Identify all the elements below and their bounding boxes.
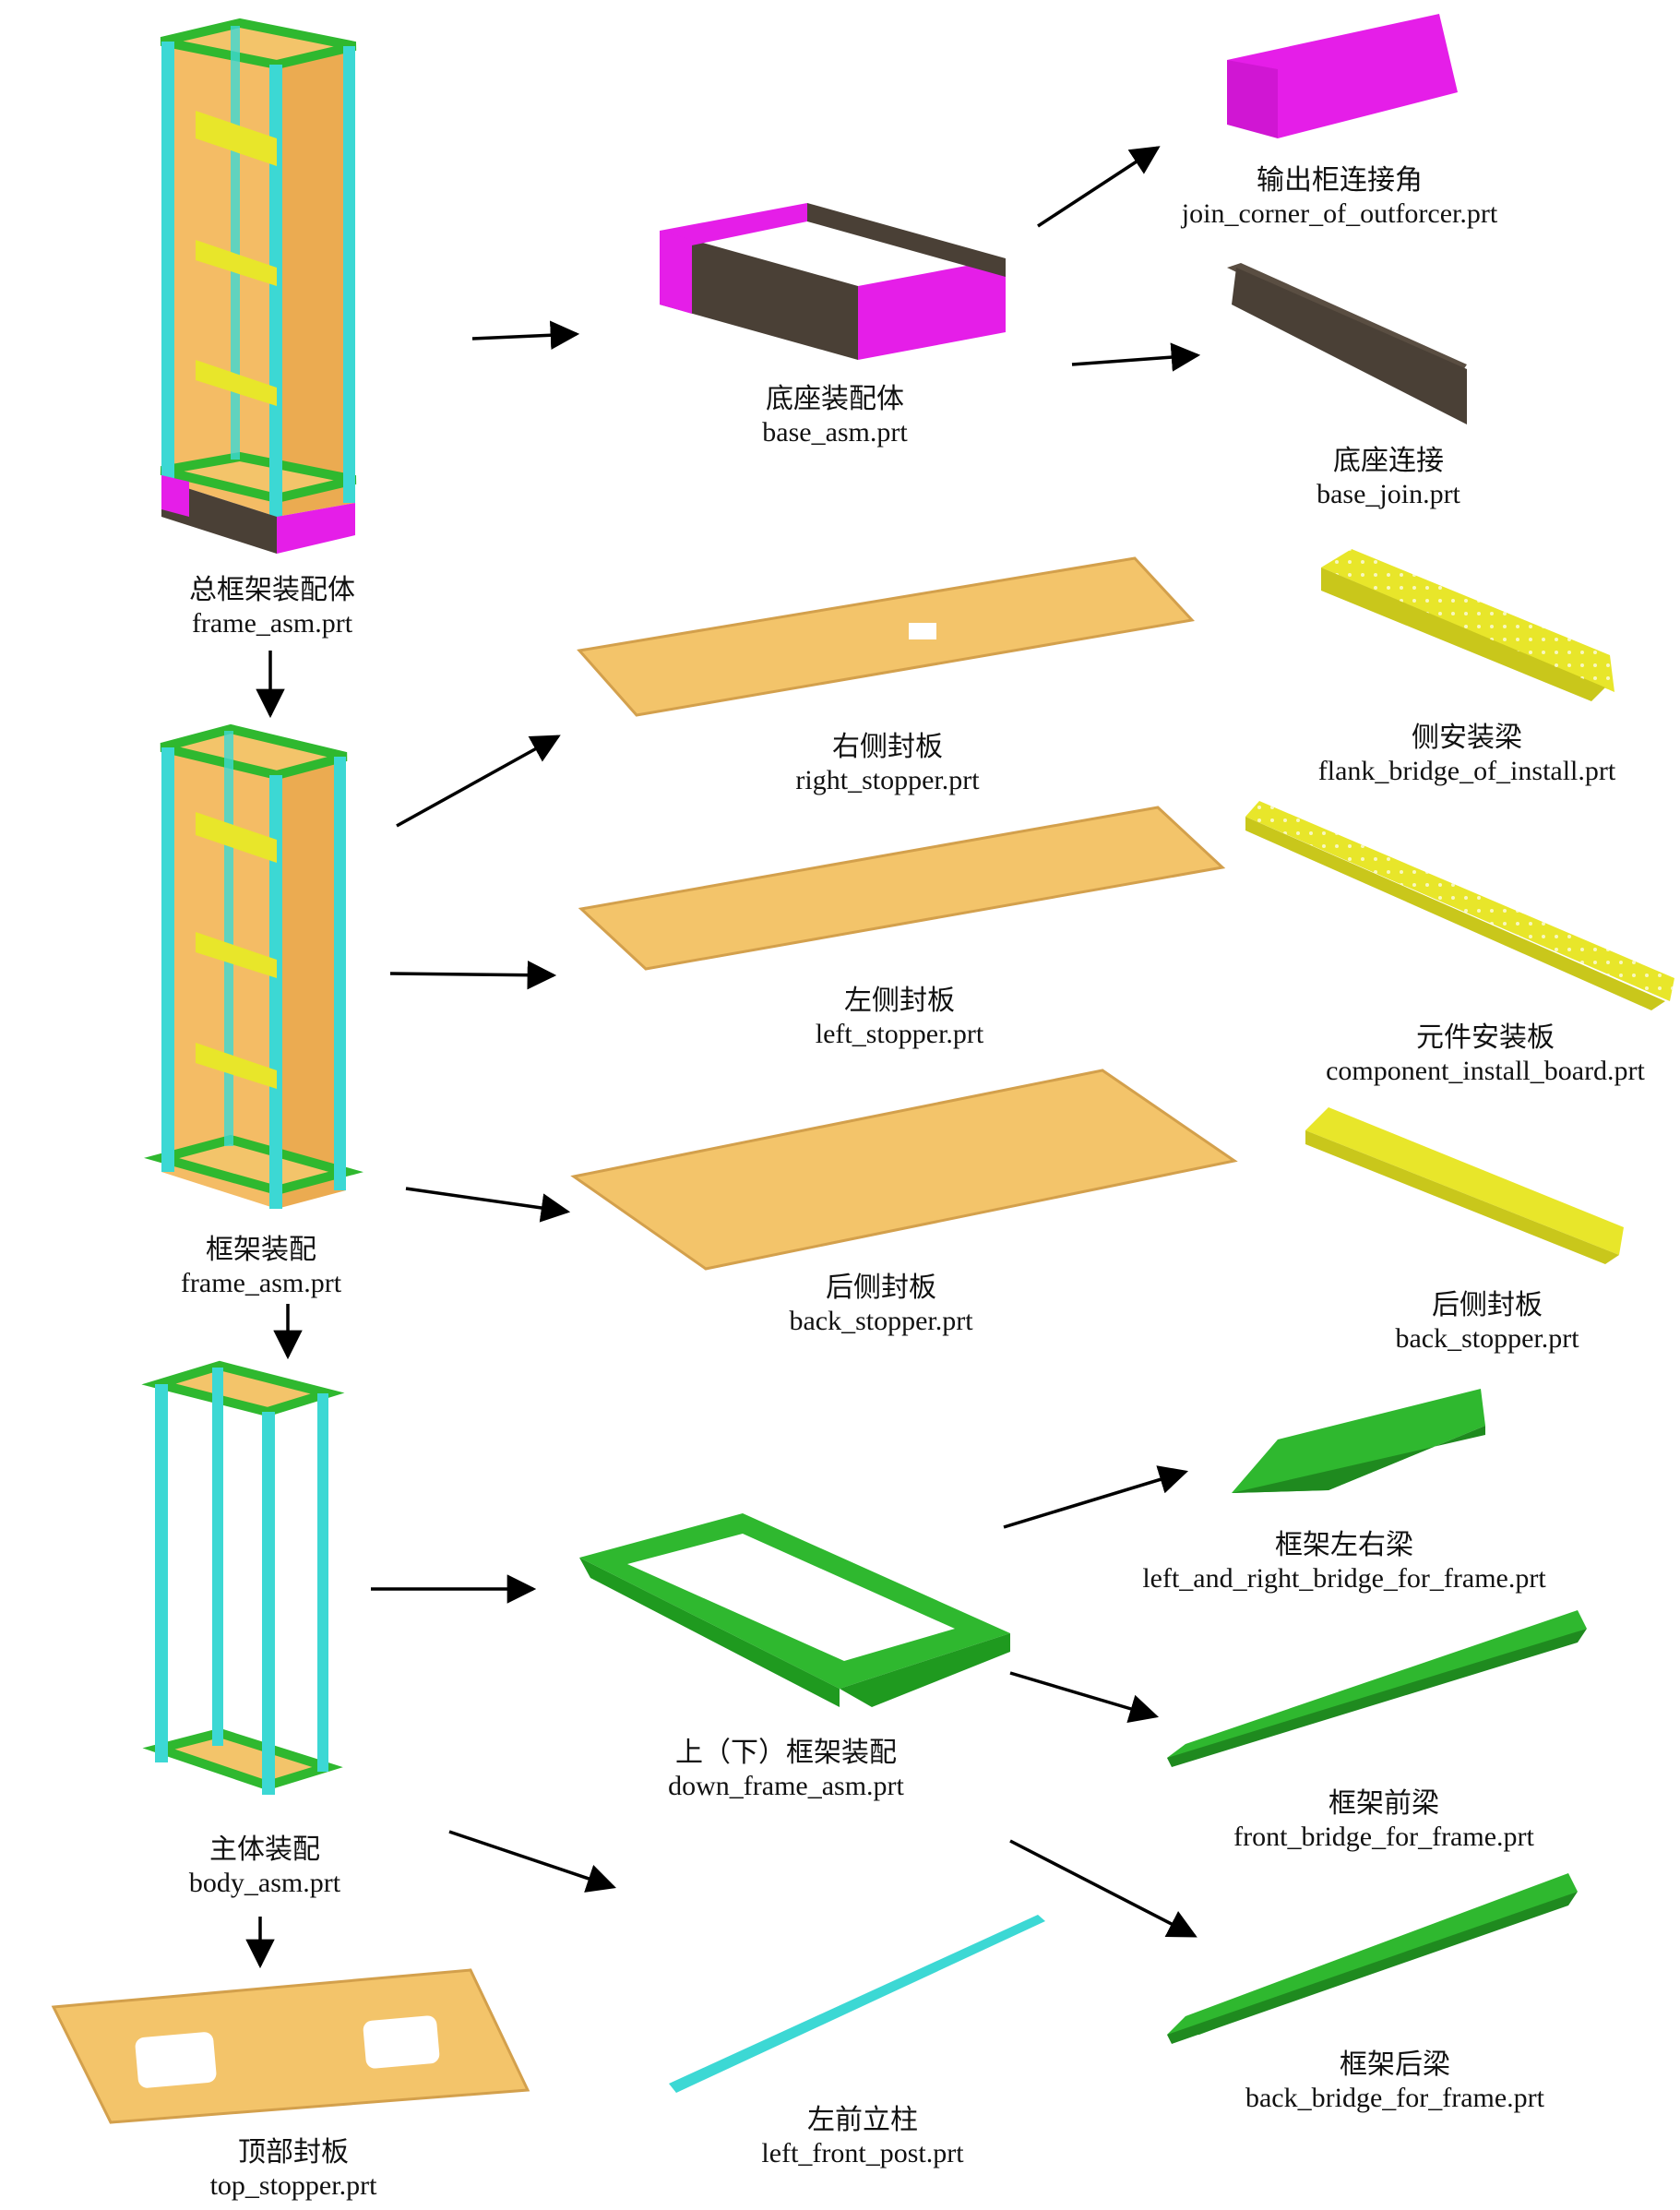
back-bridge-figure xyxy=(1167,1873,1578,2044)
right-stopper-figure xyxy=(577,556,1195,717)
caption-flank-bridge: 侧安装梁 flank_bridge_of_install.prt xyxy=(1318,722,1615,788)
caption-zh: 顶部封板 xyxy=(237,2136,349,2168)
caption-en: back_stopper.prt xyxy=(1395,1323,1579,1354)
caption-front-bridge: 框架前梁 front_bridge_for_frame.prt xyxy=(1233,1787,1534,1854)
arrow-body-asm-to-left-front-post xyxy=(448,1830,616,1893)
caption-en: back_stopper.prt xyxy=(789,1306,973,1336)
arrow-frame-asm-to-left-stopper xyxy=(389,960,557,990)
back-stopper-channel-figure xyxy=(1305,1107,1624,1264)
caption-left-front-post: 左前立柱 left_front_post.prt xyxy=(761,2104,963,2170)
caption-zh: 右侧封板 xyxy=(832,731,943,763)
caption-back-bridge: 框架后梁 back_bridge_for_frame.prt xyxy=(1245,2049,1544,2115)
caption-top-stopper: 顶部封板 top_stopper.prt xyxy=(210,2136,377,2203)
arrow-frame-to-base-asm xyxy=(471,320,580,350)
body-asm-figure xyxy=(141,1360,345,1795)
caption-zh: 底座连接 xyxy=(1333,445,1444,477)
caption-join-corner: 输出柜连接角 join_corner_of_outforcer.prt xyxy=(1182,164,1497,231)
caption-en: left_and_right_bridge_for_frame.prt xyxy=(1142,1563,1546,1594)
caption-zh: 上（下）框架装配 xyxy=(674,1737,897,1769)
caption-back-stopper-channel: 后侧封板 back_stopper.prt xyxy=(1395,1289,1579,1356)
caption-en: top_stopper.prt xyxy=(209,2170,377,2201)
caption-base-asm: 底座装配体 base_asm.prt xyxy=(762,383,907,449)
caption-component-board: 元件安装板 component_install_board.prt xyxy=(1326,1021,1645,1088)
caption-frame-asm: 框架装配 frame_asm.prt xyxy=(181,1234,341,1300)
caption-en: right_stopper.prt xyxy=(795,765,980,795)
base-asm-figure xyxy=(660,203,1006,360)
caption-en: frame_asm.prt xyxy=(180,1268,342,1298)
caption-zh: 侧安装梁 xyxy=(1412,722,1522,754)
back-stopper-panel-figure xyxy=(570,1069,1238,1271)
arrow-down-frame-to-lr-bridge xyxy=(1003,1465,1189,1529)
caption-zh: 总框架装配体 xyxy=(189,574,355,606)
caption-zh: 框架装配 xyxy=(205,1234,316,1266)
caption-en: down_frame_asm.prt xyxy=(668,1771,904,1801)
down-frame-asm-figure xyxy=(579,1513,1010,1707)
left-right-bridge-figure xyxy=(1232,1389,1485,1493)
arrow-down-frame-to-back-bridge xyxy=(1009,1839,1197,1938)
caption-zh: 左侧封板 xyxy=(844,985,955,1017)
caption-left-right-bridge: 框架左右梁 left_and_right_bridge_for_frame.pr… xyxy=(1142,1529,1545,1595)
caption-en: component_install_board.prt xyxy=(1326,1056,1645,1086)
caption-frame-asm-total: 总框架装配体 frame_asm.prt xyxy=(189,574,355,640)
arrow-frame-asm-to-right-stopper xyxy=(396,735,561,828)
caption-en: frame_asm.prt xyxy=(191,608,353,639)
base-join-figure xyxy=(1227,263,1467,424)
front-bridge-figure xyxy=(1167,1610,1587,1767)
caption-zh: 主体装配 xyxy=(209,1834,320,1866)
arrow-down-frame-to-front-bridge xyxy=(1009,1671,1160,1724)
caption-zh: 输出柜连接角 xyxy=(1256,164,1423,197)
caption-back-stopper-panel: 后侧封板 back_stopper.prt xyxy=(789,1272,972,1338)
left-stopper-figure xyxy=(578,806,1226,971)
caption-zh: 左前立柱 xyxy=(806,2104,918,2136)
caption-base-join: 底座连接 base_join.prt xyxy=(1317,445,1460,511)
caption-body-asm: 主体装配 body_asm.prt xyxy=(189,1834,340,1900)
caption-right-stopper: 右侧封板 right_stopper.prt xyxy=(795,731,979,797)
caption-zh: 框架前梁 xyxy=(1329,1787,1439,1820)
caption-en: base_asm.prt xyxy=(762,417,908,448)
caption-zh: 底座装配体 xyxy=(766,383,904,415)
caption-en: join_corner_of_outforcer.prt xyxy=(1181,198,1498,229)
join-corner-figure xyxy=(1227,14,1458,138)
caption-zh: 元件安装板 xyxy=(1415,1021,1555,1054)
arrows xyxy=(245,146,1201,1969)
caption-zh: 框架后梁 xyxy=(1340,2049,1450,2081)
component-board-figure xyxy=(1245,801,1674,1010)
left-front-post-figure xyxy=(669,1915,1045,2093)
caption-left-stopper: 左侧封板 left_stopper.prt xyxy=(816,985,983,1051)
caption-en: flank_bridge_of_install.prt xyxy=(1317,756,1616,786)
top-stopper-figure xyxy=(51,1968,530,2124)
flank-bridge-figure xyxy=(1321,549,1614,701)
arrow-base-asm-to-base-join xyxy=(1071,342,1201,372)
caption-zh: 框架左右梁 xyxy=(1275,1529,1413,1561)
arrow-base-asm-to-join-corner xyxy=(1037,146,1161,228)
frame-asm-total-figure xyxy=(160,18,357,554)
caption-zh: 后侧封板 xyxy=(1432,1289,1543,1321)
caption-en: body_asm.prt xyxy=(188,1868,341,1898)
caption-en: front_bridge_for_frame.prt xyxy=(1233,1822,1534,1852)
frame-asm-figure xyxy=(144,723,363,1209)
arrow-frame-asm-to-back-stopper xyxy=(405,1187,571,1223)
caption-en: left_stopper.prt xyxy=(815,1019,984,1049)
caption-en: base_join.prt xyxy=(1317,479,1460,509)
caption-zh: 后侧封板 xyxy=(826,1272,936,1304)
caption-en: back_bridge_for_frame.prt xyxy=(1245,2083,1545,2113)
caption-en: left_front_post.prt xyxy=(761,2138,964,2168)
caption-down-frame-asm: 上（下）框架装配 down_frame_asm.prt xyxy=(668,1737,904,1803)
